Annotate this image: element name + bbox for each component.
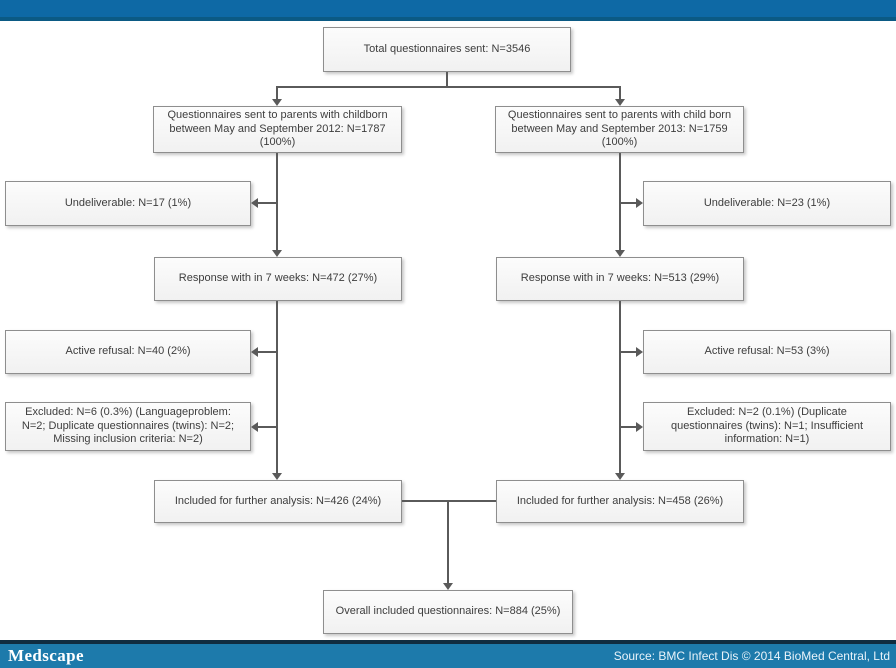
connector-total-down xyxy=(446,72,448,87)
flowchart-canvas: Total questionnaires sent: N=3546 Questi… xyxy=(5,27,891,634)
node-branch-2013: Questionnaires sent to parents with chil… xyxy=(495,106,744,153)
connector-left-spine-a xyxy=(276,153,278,250)
connector-included-merge xyxy=(402,500,496,502)
footer-divider xyxy=(0,640,896,644)
connector-refusal-left xyxy=(258,351,277,353)
node-included-left: Included for further analysis: N=426 (24… xyxy=(154,480,402,523)
connector-left-spine-b xyxy=(276,301,278,473)
footer-bar: Medscape Source: BMC Infect Dis © 2014 B… xyxy=(0,644,896,668)
arrowhead-undeliverable-right xyxy=(636,198,643,208)
arrowhead-overall xyxy=(443,583,453,590)
node-overall-included: Overall included questionnaires: N=884 (… xyxy=(323,590,573,634)
arrowhead-undeliverable-left xyxy=(251,198,258,208)
source-attribution: Source: BMC Infect Dis © 2014 BioMed Cen… xyxy=(613,649,890,663)
arrowhead-refusal-right xyxy=(636,347,643,357)
node-response-right: Response with in 7 weeks: N=513 (29%) xyxy=(496,257,744,301)
arrowhead-refusal-left xyxy=(251,347,258,357)
top-brand-bar xyxy=(0,0,896,21)
arrowhead-excluded-left xyxy=(251,422,258,432)
connector-excluded-right xyxy=(620,426,636,428)
connector-refusal-right xyxy=(620,351,636,353)
medscape-logo: Medscape xyxy=(8,646,84,665)
arrowhead-branch-right xyxy=(615,99,625,106)
node-total-questionnaires: Total questionnaires sent: N=3546 xyxy=(323,27,571,72)
connector-to-branch-left xyxy=(276,86,278,100)
node-undeliverable-left: Undeliverable: N=17 (1%) xyxy=(5,181,251,226)
arrowhead-response-left xyxy=(272,250,282,257)
connector-undeliverable-left xyxy=(258,202,277,204)
node-refusal-left: Active refusal: N=40 (2%) xyxy=(5,330,251,374)
connector-split-horizontal xyxy=(276,86,621,88)
arrowhead-excluded-right xyxy=(636,422,643,432)
connector-right-spine-a xyxy=(619,153,621,250)
node-response-left: Response with in 7 weeks: N=472 (27%) xyxy=(154,257,402,301)
node-branch-2012: Questionnaires sent to parents with chil… xyxy=(153,106,402,153)
node-undeliverable-right: Undeliverable: N=23 (1%) xyxy=(643,181,891,226)
arrowhead-branch-left xyxy=(272,99,282,106)
arrowhead-included-right xyxy=(615,473,625,480)
connector-overall-down xyxy=(447,500,449,583)
connector-to-branch-right xyxy=(619,86,621,100)
node-excluded-left: Excluded: N=6 (0.3%) (Languageproblem: N… xyxy=(5,402,251,451)
connector-undeliverable-right xyxy=(620,202,636,204)
node-refusal-right: Active refusal: N=53 (3%) xyxy=(643,330,891,374)
node-included-right: Included for further analysis: N=458 (26… xyxy=(496,480,744,523)
arrowhead-included-left xyxy=(272,473,282,480)
arrowhead-response-right xyxy=(615,250,625,257)
node-excluded-right: Excluded: N=2 (0.1%) (Duplicate question… xyxy=(643,402,891,451)
connector-right-spine-b xyxy=(619,301,621,473)
connector-excluded-left xyxy=(258,426,277,428)
